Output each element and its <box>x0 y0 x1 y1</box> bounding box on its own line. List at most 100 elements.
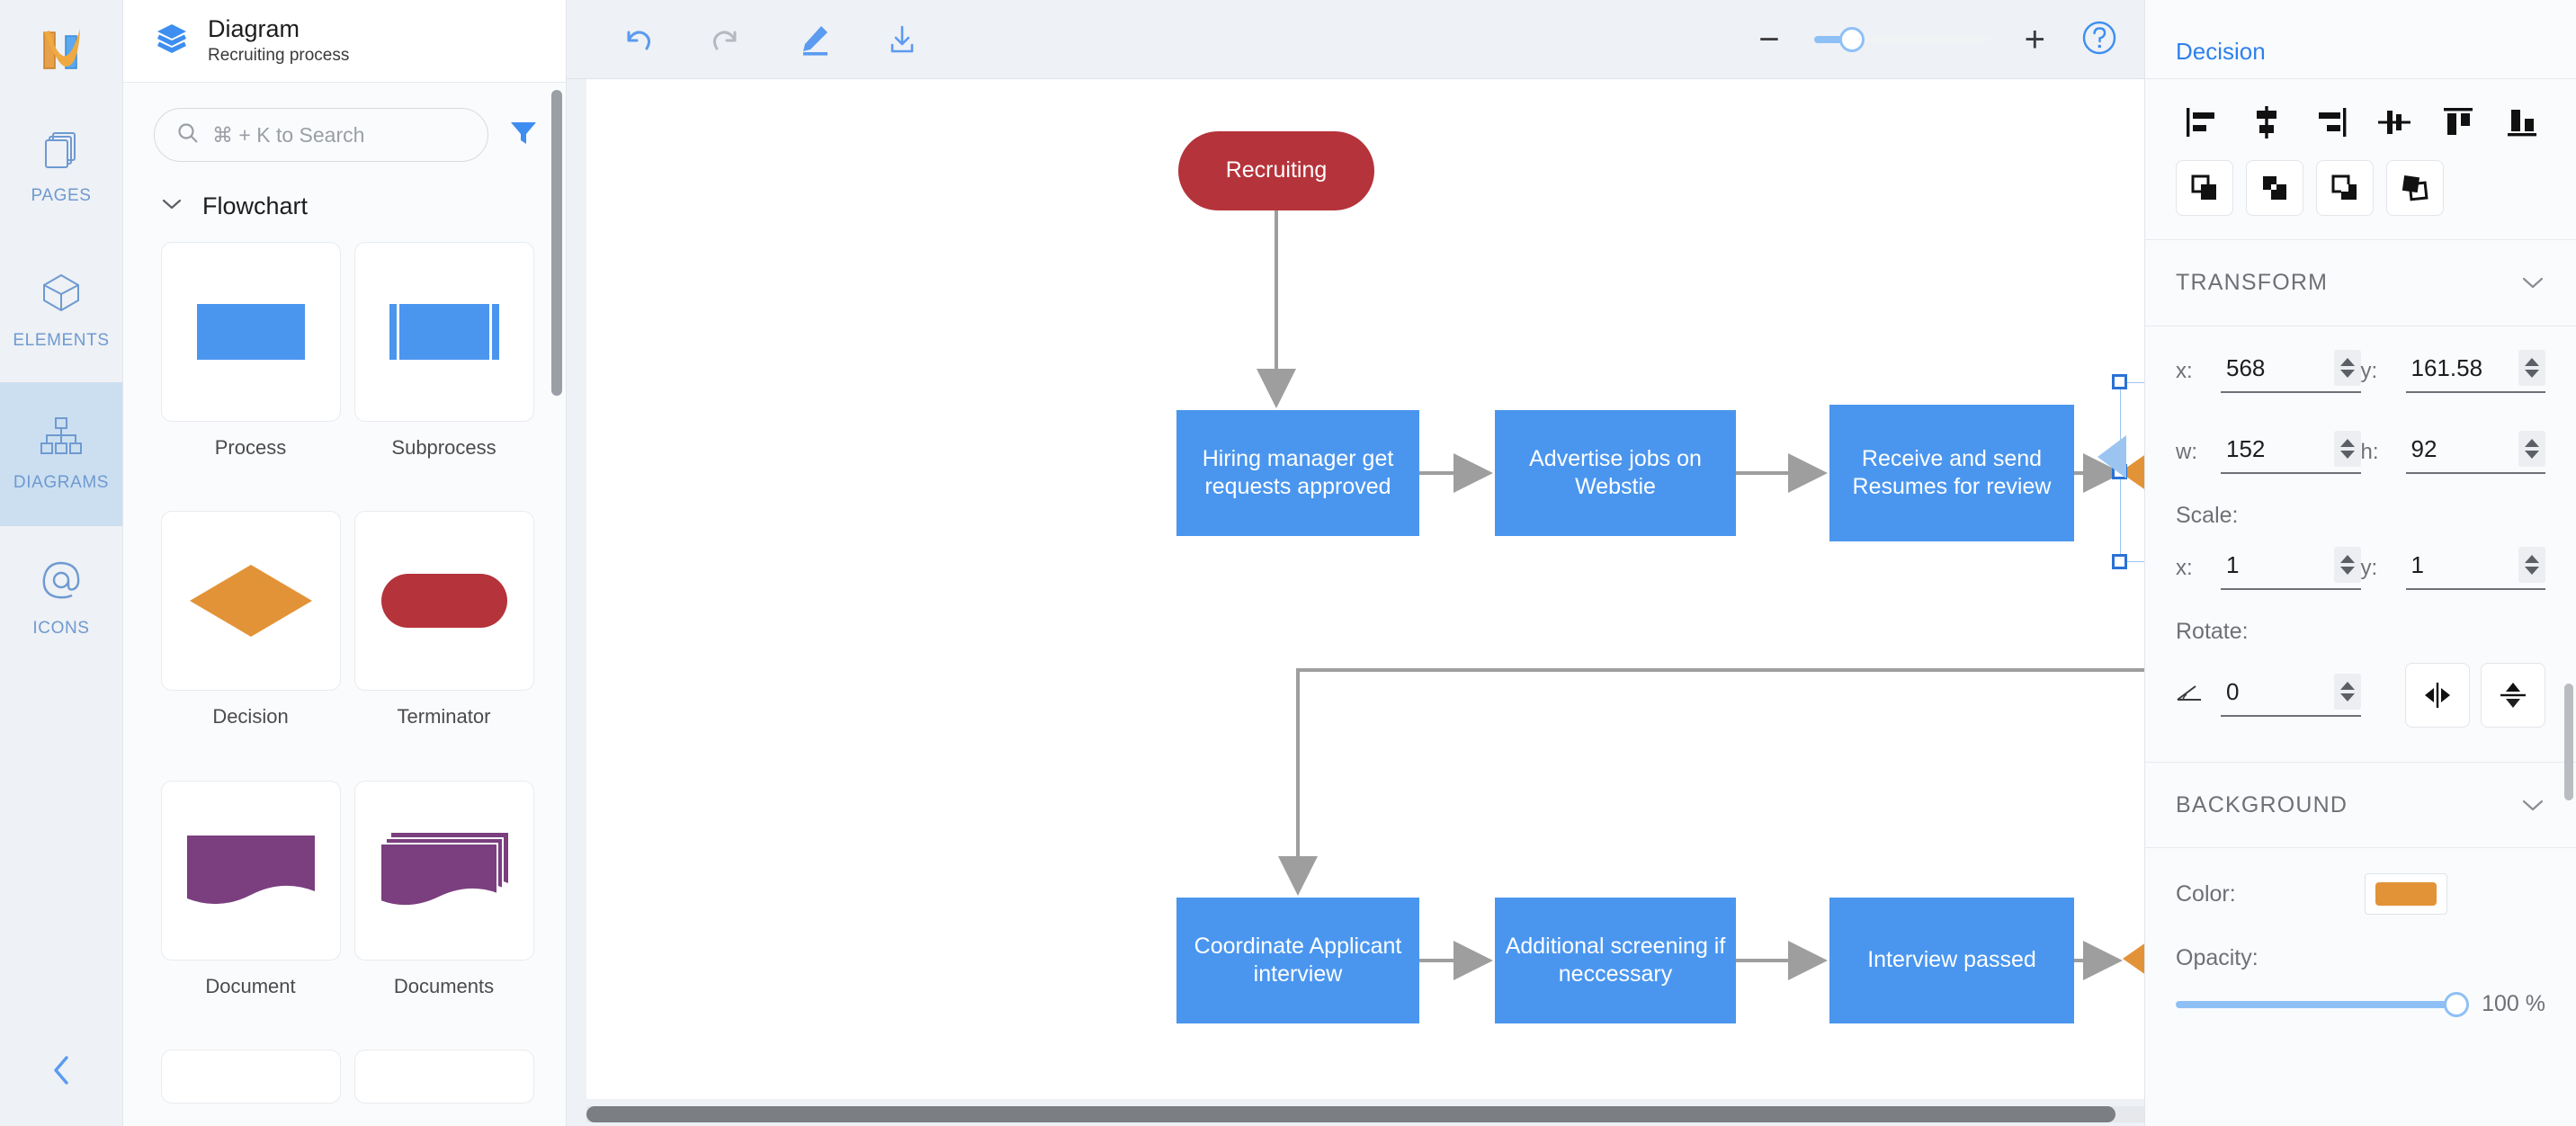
shape-thumbnail[interactable] <box>353 780 534 961</box>
transform-x-field[interactable]: x: 568 <box>2176 350 2361 393</box>
scale-label: Scale: <box>2176 503 2239 528</box>
left-icon-rail: PAGES ELEMENTS <box>0 0 123 1126</box>
node-additional-screening[interactable]: Additional screening if neccessary <box>1495 898 1736 1023</box>
canvas-horizontal-scrollbar[interactable] <box>586 1106 2115 1122</box>
transform-y-field[interactable]: y: 161.58 <box>2361 350 2545 393</box>
rotate-label: Rotate: <box>2176 619 2249 644</box>
align-left-icon[interactable] <box>2176 99 2231 146</box>
connection-ports[interactable] <box>2062 313 2144 601</box>
shape-label: Terminator <box>397 705 491 728</box>
flip-horizontal-icon[interactable] <box>2405 663 2470 728</box>
align-right-icon[interactable] <box>2303 99 2358 146</box>
transform-x-value[interactable]: 568 <box>2226 353 2266 381</box>
shape-thumbnail[interactable] <box>353 511 534 692</box>
transform-h-stepper[interactable] <box>2518 431 2545 467</box>
scale-x-field[interactable]: x: 1 <box>2176 547 2361 590</box>
chevron-down-icon[interactable] <box>2520 269 2545 297</box>
chevron-down-icon[interactable] <box>2520 791 2545 819</box>
scale-y-value[interactable]: 1 <box>2411 550 2424 578</box>
field-label-x: x: <box>2176 359 2193 383</box>
transform-w-stepper[interactable] <box>2333 431 2361 467</box>
resize-handle-bottom-left[interactable] <box>2112 554 2127 569</box>
sidebar-item-diagrams[interactable]: DIAGRAMS <box>0 382 122 526</box>
undo-icon[interactable] <box>617 19 658 60</box>
shape-thumbnail[interactable] <box>160 242 341 422</box>
app-logo[interactable] <box>0 0 122 94</box>
pen-icon[interactable] <box>793 19 835 60</box>
flip-vertical-icon[interactable] <box>2481 663 2545 728</box>
node-advertise-jobs[interactable]: Advertise jobs on Webstie <box>1495 410 1736 536</box>
node-interview-passed[interactable]: Interview passed <box>1829 898 2074 1023</box>
subtract-icon[interactable] <box>2246 160 2303 216</box>
node-recruiting[interactable]: Recruiting <box>1178 131 1374 210</box>
sidebar-item-label: ICONS <box>32 618 90 638</box>
zoom-out-button[interactable]: − <box>1758 20 1780 59</box>
shape-library-panel: Diagram Recruiting process ⌘ + K to Sear… <box>123 0 567 1126</box>
filter-icon[interactable] <box>508 118 539 153</box>
node-receive-resumes[interactable]: Receive and send Resumes for review <box>1829 405 2074 541</box>
node-label: Suitable candidate found? <box>2123 931 2144 987</box>
node-coordinate-interview[interactable]: Coordinate Applicant interview <box>1176 898 1419 1023</box>
transform-w-field[interactable]: w: 152 <box>2176 431 2361 474</box>
align-top-icon[interactable] <box>2430 99 2485 146</box>
transform-y-stepper[interactable] <box>2518 350 2545 386</box>
background-section-header[interactable]: BACKGROUND <box>2145 762 2576 848</box>
zoom-in-button[interactable]: + <box>2024 20 2045 59</box>
diagram-canvas[interactable]: Recruiting Hiring manager get requests a… <box>586 79 2144 1099</box>
zoom-slider[interactable] <box>1813 27 1990 52</box>
node-decision-1[interactable]: Suitable candidate found? <box>2120 382 2144 562</box>
opacity-slider[interactable] <box>2176 991 2470 1017</box>
color-picker-button[interactable] <box>2365 873 2447 915</box>
transform-section-header[interactable]: TRANSFORM <box>2145 240 2576 326</box>
transform-h-field[interactable]: h: 92 <box>2361 431 2545 474</box>
node-decision-2[interactable]: Suitable candidate found? <box>2123 869 2144 1049</box>
help-icon[interactable] <box>2080 18 2119 62</box>
align-center-horizontal-icon[interactable] <box>2240 99 2294 146</box>
resize-handle-top-left[interactable] <box>2112 374 2127 389</box>
properties-panel: Decision <box>2144 0 2576 1126</box>
shape-thumbnail[interactable] <box>353 1049 534 1104</box>
sidebar-item-icons[interactable]: ICONS <box>0 526 122 670</box>
shape-thumbnail[interactable] <box>353 242 534 422</box>
scale-x-stepper[interactable] <box>2333 547 2361 583</box>
shape-item-subprocess: Subprocess <box>353 242 535 500</box>
zoom-slider-fill <box>1813 36 1847 43</box>
node-hiring-manager[interactable]: Hiring manager get requests approved <box>1176 410 1419 536</box>
shape-thumbnail[interactable] <box>160 511 341 692</box>
zoom-slider-knob[interactable] <box>1838 27 1865 52</box>
search-input[interactable]: ⌘ + K to Search <box>154 108 488 162</box>
align-bottom-icon[interactable] <box>2494 99 2549 146</box>
opacity-slider-knob[interactable] <box>2444 991 2470 1017</box>
scale-y-stepper[interactable] <box>2518 547 2545 583</box>
intersect-icon[interactable] <box>2316 160 2374 216</box>
shape-label: Subprocess <box>391 436 496 459</box>
page-title: Diagram <box>208 14 300 42</box>
shape-grid: Process Subprocess Decision <box>123 229 566 1126</box>
shape-thumbnail[interactable] <box>160 780 341 961</box>
transform-h-value[interactable]: 92 <box>2411 434 2437 462</box>
shape-thumbnail[interactable] <box>160 1049 341 1104</box>
library-scrollbar[interactable] <box>551 90 562 396</box>
download-icon[interactable] <box>881 19 923 60</box>
rotate-stepper[interactable] <box>2333 674 2361 710</box>
properties-scrollbar[interactable] <box>2564 684 2573 800</box>
union-icon[interactable] <box>2176 160 2233 216</box>
redo-icon[interactable] <box>705 19 747 60</box>
distribute-horizontal-icon[interactable] <box>2366 99 2421 146</box>
scale-x-value[interactable]: 1 <box>2226 550 2240 578</box>
hierarchy-icon <box>40 416 83 460</box>
sidebar-item-elements[interactable]: ELEMENTS <box>0 238 122 382</box>
rotate-field[interactable]: 0 <box>2176 674 2361 717</box>
scale-y-field[interactable]: y: 1 <box>2361 547 2545 590</box>
sidebar-item-label: DIAGRAMS <box>13 472 110 492</box>
exclude-icon[interactable] <box>2386 160 2444 216</box>
rotate-value[interactable]: 0 <box>2226 677 2240 705</box>
transform-w-value[interactable]: 152 <box>2226 434 2266 462</box>
transform-y-value[interactable]: 161.58 <box>2411 353 2483 381</box>
library-group-flowchart[interactable]: Flowchart <box>123 182 566 229</box>
sidebar-item-pages[interactable]: PAGES <box>0 94 122 238</box>
transform-x-stepper[interactable] <box>2333 350 2361 386</box>
chevron-down-icon <box>161 197 183 216</box>
collapse-panel-button[interactable] <box>0 1049 122 1092</box>
